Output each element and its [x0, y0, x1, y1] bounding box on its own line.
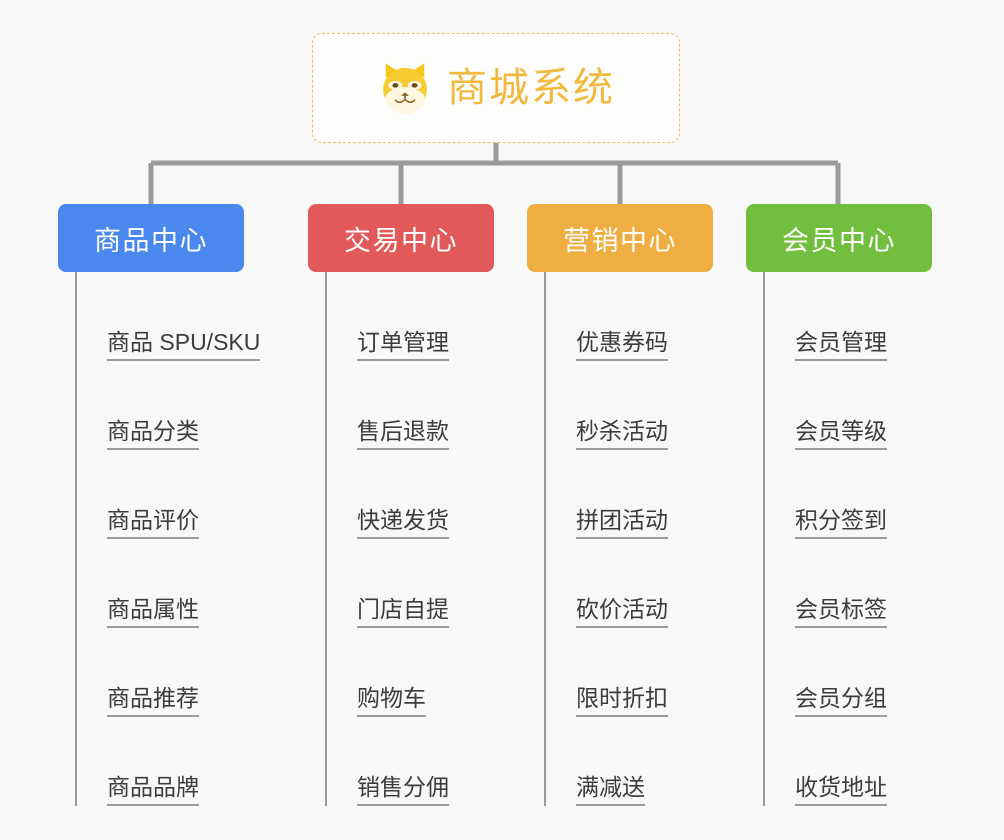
branch-column-trade-center: 交易中心 订单管理 售后退款 快递发货 门店自提 购物车 销售分佣 — [308, 204, 494, 806]
branch-column-marketing-center: 营销中心 优惠券码 秒杀活动 拼团活动 砍价活动 限时折扣 满减送 — [527, 204, 713, 806]
leaf-label: 会员标签 — [795, 596, 887, 628]
leaf-label: 会员分组 — [795, 685, 887, 717]
leaf-item[interactable]: 会员等级 — [765, 361, 932, 450]
leaf-label: 拼团活动 — [576, 507, 668, 539]
leaf-item[interactable]: 商品评价 — [77, 450, 244, 539]
leaf-label: 销售分佣 — [357, 774, 449, 806]
leaf-item[interactable]: 销售分佣 — [327, 717, 494, 806]
leaf-item[interactable]: 商品 SPU/SKU — [77, 272, 261, 361]
leaf-item[interactable]: 商品属性 — [77, 539, 244, 628]
leaf-label: 商品属性 — [107, 596, 199, 628]
root-title: 商城系统 — [447, 66, 615, 110]
leaf-label: 商品 SPU/SKU — [107, 329, 261, 361]
leaf-item[interactable]: 快递发货 — [327, 450, 494, 539]
leaf-label: 快递发货 — [357, 507, 449, 539]
leaf-label: 售后退款 — [357, 418, 449, 450]
leaf-item[interactable]: 商品品牌 — [77, 717, 244, 806]
leaf-label: 砍价活动 — [576, 596, 668, 628]
branch-items-marketing-center: 优惠券码 秒杀活动 拼团活动 砍价活动 限时折扣 满减送 — [544, 272, 713, 806]
leaf-label: 会员等级 — [795, 418, 887, 450]
branch-header-trade-center[interactable]: 交易中心 — [308, 204, 494, 272]
leaf-item[interactable]: 商品推荐 — [77, 628, 244, 717]
branch-header-label: 交易中心 — [344, 225, 458, 256]
branch-header-marketing-center[interactable]: 营销中心 — [527, 204, 713, 272]
branch-header-label: 商品中心 — [94, 225, 208, 256]
leaf-item[interactable]: 满减送 — [546, 717, 713, 806]
leaf-item[interactable]: 会员标签 — [765, 539, 932, 628]
leaf-label: 门店自提 — [357, 596, 449, 628]
leaf-item[interactable]: 砍价活动 — [546, 539, 713, 628]
leaf-label: 优惠券码 — [576, 329, 668, 361]
leaf-label: 订单管理 — [357, 329, 449, 361]
branch-header-member-center[interactable]: 会员中心 — [746, 204, 932, 272]
leaf-item[interactable]: 门店自提 — [327, 539, 494, 628]
branch-items-member-center: 会员管理 会员等级 积分签到 会员标签 会员分组 收货地址 — [763, 272, 932, 806]
leaf-item[interactable]: 会员管理 — [765, 272, 932, 361]
leaf-item[interactable]: 积分签到 — [765, 450, 932, 539]
leaf-item[interactable]: 购物车 — [327, 628, 494, 717]
leaf-item[interactable]: 限时折扣 — [546, 628, 713, 717]
branch-items-product-center: 商品 SPU/SKU 商品分类 商品评价 商品属性 商品推荐 商品品牌 — [75, 272, 261, 806]
leaf-item[interactable]: 秒杀活动 — [546, 361, 713, 450]
leaf-label: 限时折扣 — [576, 685, 668, 717]
branch-header-label: 会员中心 — [782, 225, 896, 256]
leaf-label: 商品分类 — [107, 418, 199, 450]
leaf-label: 会员管理 — [795, 329, 887, 361]
leaf-item[interactable]: 商品分类 — [77, 361, 244, 450]
leaf-item[interactable]: 会员分组 — [765, 628, 932, 717]
leaf-label: 收货地址 — [795, 774, 887, 806]
branch-column-member-center: 会员中心 会员管理 会员等级 积分签到 会员标签 会员分组 收货地址 — [746, 204, 932, 806]
leaf-label: 秒杀活动 — [576, 418, 668, 450]
branch-header-label: 营销中心 — [563, 225, 677, 256]
leaf-item[interactable]: 拼团活动 — [546, 450, 713, 539]
leaf-item[interactable]: 优惠券码 — [546, 272, 713, 361]
leaf-label: 积分签到 — [795, 507, 887, 539]
leaf-label: 商品评价 — [107, 507, 199, 539]
branch-items-trade-center: 订单管理 售后退款 快递发货 门店自提 购物车 销售分佣 — [325, 272, 494, 806]
branch-column-product-center: 商品中心 商品 SPU/SKU 商品分类 商品评价 商品属性 商品推荐 商品品牌 — [58, 204, 261, 806]
leaf-item[interactable]: 收货地址 — [765, 717, 932, 806]
leaf-item[interactable]: 售后退款 — [327, 361, 494, 450]
leaf-label: 商品品牌 — [107, 774, 199, 806]
leaf-label: 购物车 — [357, 685, 426, 717]
root-node[interactable]: 商城系统 — [312, 33, 680, 143]
shiba-dog-face-icon — [377, 60, 433, 116]
leaf-item[interactable]: 订单管理 — [327, 272, 494, 361]
leaf-label: 满减送 — [576, 774, 645, 806]
branch-header-product-center[interactable]: 商品中心 — [58, 204, 244, 272]
leaf-label: 商品推荐 — [107, 685, 199, 717]
